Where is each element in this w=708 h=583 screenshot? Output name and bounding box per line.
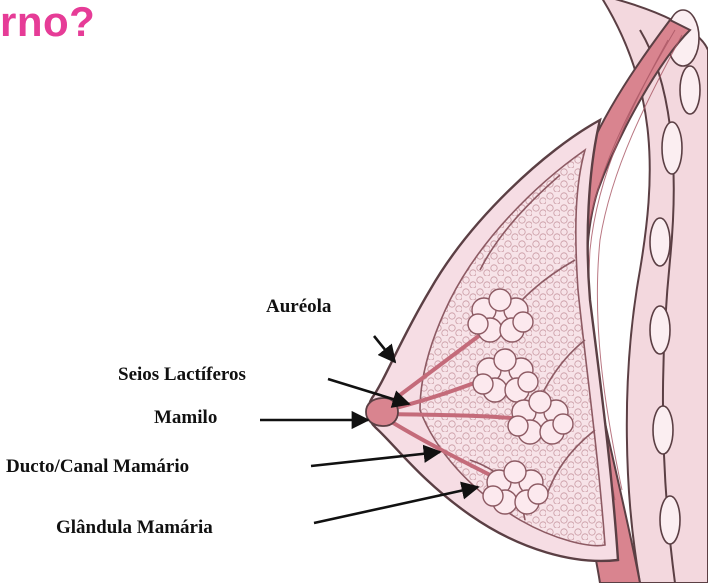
- label-nipple: Mamilo: [154, 407, 217, 429]
- label-lactiferous-sinuses: Seios Lactíferos: [118, 364, 246, 386]
- gland-arrow: [314, 487, 478, 523]
- label-duct: Ducto/Canal Mamário: [6, 456, 189, 478]
- label-gland: Glândula Mamária: [56, 517, 213, 539]
- nipple-shape: [366, 398, 398, 426]
- label-areola: Auréola: [266, 296, 331, 318]
- areola-arrow: [374, 336, 395, 362]
